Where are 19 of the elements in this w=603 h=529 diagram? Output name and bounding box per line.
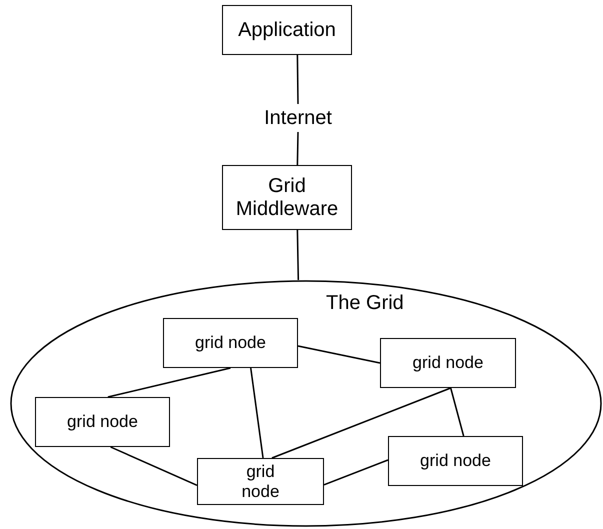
connector-line (324, 459, 388, 486)
connector-line (272, 387, 451, 459)
connector-line (296, 230, 300, 280)
group-title: The Grid (326, 292, 404, 315)
process-box: grid node (380, 338, 516, 388)
process-box: Application (222, 5, 352, 55)
connector-line (250, 368, 264, 458)
connector-line (450, 388, 464, 436)
process-box: grid node (163, 318, 298, 368)
process-box: grid node (388, 436, 523, 486)
connector-line (296, 54, 299, 104)
process-box: Grid Middleware (222, 165, 352, 230)
connector-line (296, 132, 299, 166)
process-box: grid node (35, 397, 170, 447)
connector-line (108, 367, 231, 398)
process-box: grid node (197, 458, 324, 505)
network-label: Internet (263, 106, 333, 130)
connector-line (110, 446, 198, 486)
connector-line (298, 345, 380, 364)
